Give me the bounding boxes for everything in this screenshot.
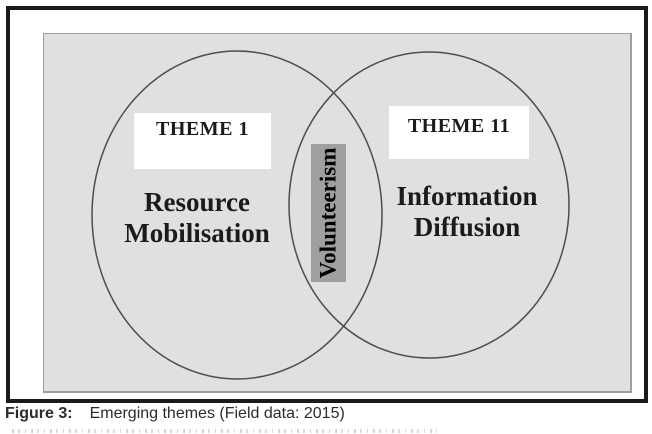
theme-11-label: THEME 11 — [407, 115, 511, 137]
venn-ellipses — [91, 50, 570, 380]
theme-1-label-box: THEME 1 — [134, 113, 271, 169]
theme-11-label-box: THEME 11 — [389, 106, 529, 159]
left-circle-title-line2: Mobilisation — [124, 218, 270, 248]
figure-caption-label: Figure 3: — [5, 405, 73, 422]
left-ellipse — [91, 50, 383, 380]
figure-frame: THEME 1 THEME 11 Resource Mobilisation I… — [6, 6, 648, 403]
venn-diagram-area: THEME 1 THEME 11 Resource Mobilisation I… — [43, 33, 632, 393]
right-circle-title-line2: Diffusion — [413, 212, 521, 242]
overlap-label: Volunteerism — [315, 147, 341, 279]
right-circle-title-line1: Information — [396, 181, 538, 211]
cropped-text-remnant — [12, 429, 437, 433]
left-circle-title: Resource Mobilisation — [97, 187, 297, 249]
figure-caption: Figure 3: Emerging themes (Field data: 20… — [5, 405, 345, 423]
figure-caption-text: Emerging themes (Field data: 2015) — [89, 405, 345, 422]
overlap-label-box: Volunteerism — [311, 144, 346, 282]
right-ellipse — [288, 51, 570, 359]
right-circle-title: Information Diffusion — [367, 181, 567, 243]
left-circle-title-line1: Resource — [144, 187, 250, 217]
theme-1-label: THEME 1 — [156, 118, 249, 140]
